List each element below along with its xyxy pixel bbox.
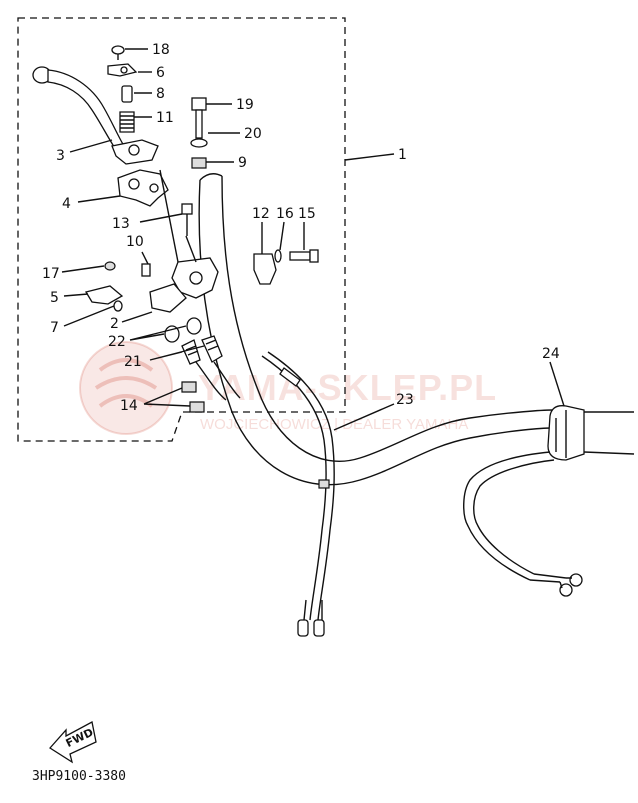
watermark: YAMA-SKLEP.PL WOJCIECHOWICZ | DEALER YAM… bbox=[79, 341, 497, 435]
cable-adjusters bbox=[164, 317, 241, 413]
leader-lines bbox=[61, 48, 565, 431]
callout-6: 6 bbox=[156, 65, 165, 81]
callout-3: 3 bbox=[56, 148, 65, 164]
callout-19: 19 bbox=[236, 97, 254, 113]
right-switch-assembly bbox=[463, 405, 585, 597]
callout-14: 14 bbox=[120, 398, 138, 414]
switch-cable bbox=[261, 351, 335, 637]
pivot-hardware bbox=[107, 45, 138, 133]
lever-bracket bbox=[117, 169, 169, 207]
assembly-boundary bbox=[17, 17, 346, 442]
callout-21: 21 bbox=[124, 354, 142, 370]
callout-10: 10 bbox=[126, 234, 144, 250]
callout-18: 18 bbox=[152, 42, 170, 58]
callout-2: 2 bbox=[110, 316, 119, 332]
callout-24: 24 bbox=[542, 346, 560, 362]
bolt-13 bbox=[181, 203, 193, 236]
watermark-subtext: WOJCIECHOWICZ | DEALER YAMAHA bbox=[200, 416, 468, 433]
watermark-logo bbox=[79, 341, 173, 435]
callout-13: 13 bbox=[112, 216, 130, 232]
callout-1: 1 bbox=[398, 147, 407, 163]
callout-16: 16 bbox=[276, 206, 294, 222]
handlebar-clamp bbox=[253, 249, 319, 285]
callout-7: 7 bbox=[50, 320, 59, 336]
callout-20: 20 bbox=[244, 126, 262, 142]
fwd-arrow: FWD bbox=[49, 721, 97, 764]
clutch-lever bbox=[32, 66, 159, 165]
handlebar bbox=[198, 173, 635, 486]
callout-12: 12 bbox=[252, 206, 270, 222]
callout-17: 17 bbox=[42, 266, 60, 282]
bolt-washer-nut bbox=[190, 97, 208, 169]
callout-labels: 18 6 8 11 3 19 20 9 1 4 13 12 16 15 10 1… bbox=[42, 42, 560, 414]
callout-15: 15 bbox=[298, 206, 316, 222]
diagram-code: 3HP9100-3380 bbox=[32, 769, 126, 784]
callout-4: 4 bbox=[62, 196, 71, 212]
switch-body bbox=[84, 257, 219, 313]
callout-9: 9 bbox=[238, 155, 247, 171]
callout-11: 11 bbox=[156, 110, 174, 126]
callout-5: 5 bbox=[50, 290, 59, 306]
callout-8: 8 bbox=[156, 86, 165, 102]
watermark-text: YAMA-SKLEP.PL bbox=[198, 367, 497, 408]
callout-23: 23 bbox=[396, 392, 414, 408]
callout-22: 22 bbox=[108, 334, 126, 350]
